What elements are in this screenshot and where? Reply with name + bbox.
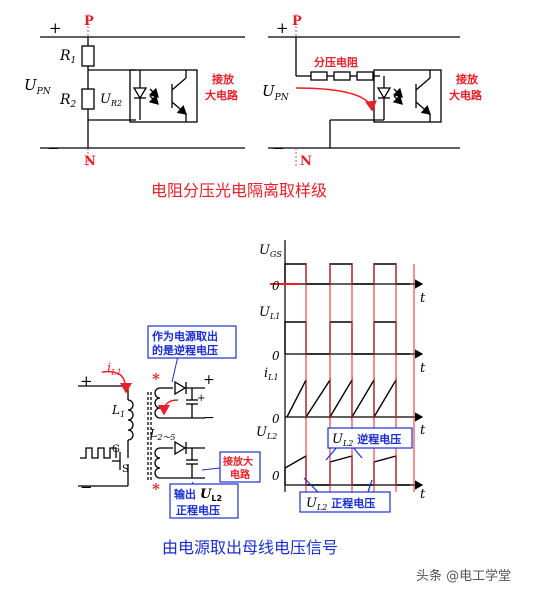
svg-text:UGS: UGS xyxy=(259,243,282,259)
r-optocoupler-box xyxy=(373,69,442,123)
wave-ul2-label: U xyxy=(256,425,268,440)
tl-minus: − xyxy=(47,139,60,157)
wave-il1-label: i xyxy=(264,366,268,381)
svg-text:UL1: UL1 xyxy=(259,305,280,321)
bl-plus-out1: + xyxy=(203,372,215,388)
tr-plus: + xyxy=(276,19,289,37)
bl-minus-out1: − xyxy=(203,410,215,426)
tr-amp-line2: 大电路 xyxy=(449,88,483,102)
reverse-voltage-label: UL2 逆程电压 xyxy=(332,432,401,448)
bl-minus-input: − xyxy=(80,478,93,496)
callout-output-box xyxy=(169,483,239,519)
callout-output-line2: 正程电压 xyxy=(176,503,220,517)
wave-zero-1: 0 xyxy=(272,279,280,293)
tl-amp-line2: 大电路 xyxy=(205,88,239,102)
wave-t-1: t xyxy=(420,291,426,306)
bl-s-label: S xyxy=(122,464,129,475)
waveform-traces xyxy=(284,263,410,486)
tl-n-label: N xyxy=(84,154,96,169)
reverse-voltage-box xyxy=(327,427,413,449)
svg-text:UR2: UR2 xyxy=(100,92,122,108)
tl-amp-line1: 接放 xyxy=(212,72,235,86)
tl-r1-label: R xyxy=(59,48,71,64)
bottom-caption: 由电源取出母线电压信号 xyxy=(162,538,338,557)
svg-text:iL1: iL1 xyxy=(107,361,122,377)
forward-voltage-label: UL2 正程电压 xyxy=(306,496,375,512)
wave-t-3: t xyxy=(420,423,426,438)
svg-text:L1: L1 xyxy=(111,403,125,419)
tl-p-label: P xyxy=(84,14,94,29)
tr-divider-label: 分压电阻 xyxy=(314,55,358,69)
tr-n-label: N xyxy=(300,154,312,169)
resistor-r1 xyxy=(81,45,95,67)
bl-cap-plus1: + xyxy=(197,393,205,404)
timing-guides xyxy=(305,264,415,492)
svg-text:UPN: UPN xyxy=(24,76,52,97)
optocoupler-box xyxy=(129,69,198,123)
svg-text:UPN: UPN xyxy=(262,82,290,103)
wave-zero-2: 0 xyxy=(272,349,280,363)
svg-text:L2～5: L2～5 xyxy=(149,427,176,442)
callout-amp-line2: 电路 xyxy=(230,468,251,481)
svg-text:UL2: UL2 xyxy=(256,425,277,441)
bottom-left-circuit xyxy=(78,380,205,487)
bl-il1-label: i xyxy=(107,361,111,376)
resistor-r2 xyxy=(81,88,95,110)
callout-amp-line1: 接放大 xyxy=(223,455,253,468)
callout-reverse-line1: 作为电源取出 xyxy=(152,329,218,343)
tr-upn-label: U xyxy=(262,82,276,100)
watermark: 头条 @电工学堂 xyxy=(416,568,511,584)
callout-reverse-line2: 的是逆程电压 xyxy=(152,343,218,357)
forward-voltage-box xyxy=(299,491,391,513)
wave-zero-4: 0 xyxy=(272,469,280,483)
bl-l2-label: L xyxy=(149,427,157,440)
top-caption: 电阻分压光电隔离取样级 xyxy=(151,181,327,200)
tl-r2-label: R xyxy=(59,92,71,108)
svg-text:iL1: iL1 xyxy=(264,366,279,382)
wave-t-2: t xyxy=(420,361,426,376)
tr-minus: − xyxy=(272,139,285,157)
wave-zero-3: 0 xyxy=(272,412,280,426)
top-right-circuit xyxy=(268,36,460,149)
tl-upn-label: U xyxy=(24,76,38,94)
bl-star-bottom: * xyxy=(152,480,160,498)
callout-amp-box xyxy=(219,451,261,483)
tr-p-label: P xyxy=(292,14,302,29)
tl-ur2-label: U xyxy=(100,92,112,107)
bl-g-label: G xyxy=(112,444,120,455)
wave-ul1-label: U xyxy=(259,305,271,320)
wave-t-4: t xyxy=(420,487,426,502)
bl-star-top: * xyxy=(152,370,160,388)
bl-l1-label: L xyxy=(111,403,120,417)
svg-text:R1: R1 xyxy=(59,48,76,66)
tr-amp-line1: 接放 xyxy=(456,72,479,86)
bl-plus-input: + xyxy=(80,372,93,390)
callout-reverse-box xyxy=(147,325,237,359)
svg-text:R2: R2 xyxy=(59,92,77,110)
top-left-circuit xyxy=(40,36,245,149)
wave-ugs-label: U xyxy=(259,243,271,258)
tl-plus: + xyxy=(49,19,62,37)
